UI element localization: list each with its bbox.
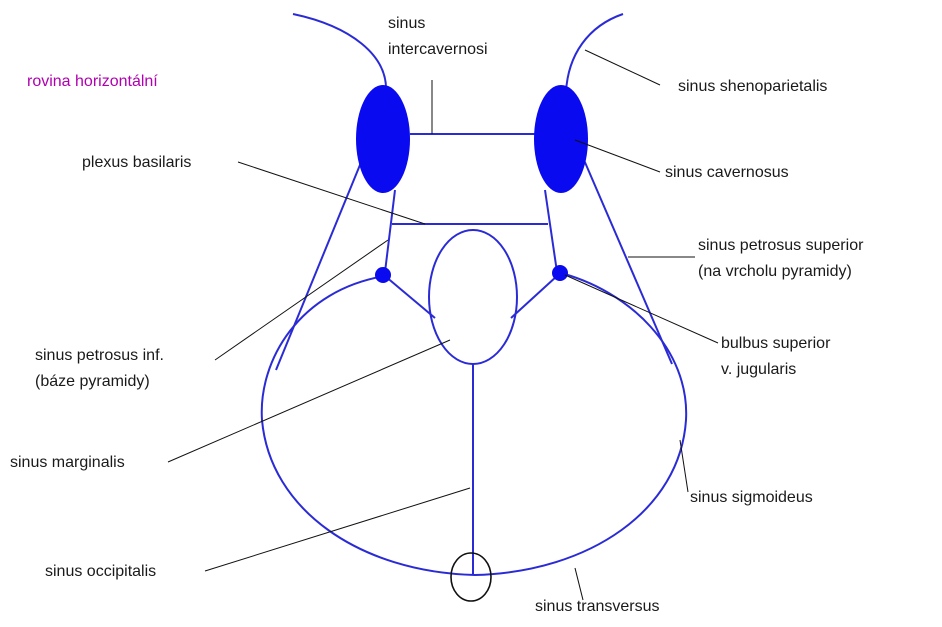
leader-transversus: [575, 568, 583, 600]
bulbus-right: [552, 265, 568, 281]
leader-petrosus-inf: [215, 240, 388, 360]
diagram-title: rovina horizontální: [27, 72, 158, 91]
petrosal-link-left: [385, 190, 395, 272]
label-petrosus-inf-line1: sinus petrosus inf.: [35, 346, 164, 365]
label-marginalis: sinus marginalis: [10, 453, 125, 472]
sphenoparietal-sinus-left: [293, 14, 386, 92]
label-petrosus-superior-line2: (na vrcholu pyramidy): [698, 262, 852, 281]
label-sphenoparietalis: sinus shenoparietalis: [678, 77, 827, 96]
sinus-cavernosus-left: [356, 85, 410, 193]
leader-occipitalis: [205, 488, 470, 571]
label-petrosus-inf-line2: (báze pyramidy): [35, 372, 150, 391]
label-bulbus-line1: bulbus superior: [721, 334, 830, 353]
leader-bulbus: [565, 275, 718, 343]
petrosal-link-right: [545, 190, 557, 272]
label-plexus-basilaris: plexus basilaris: [82, 153, 191, 172]
label-sigmoideus: sinus sigmoideus: [690, 488, 813, 507]
sinus-cavernosus-right: [534, 85, 588, 193]
label-intercavernosi-line1: sinus: [388, 14, 425, 33]
label-occipitalis: sinus occipitalis: [45, 562, 156, 581]
confluens-sinuum-circle: [451, 553, 491, 601]
bulbus-left: [375, 267, 391, 283]
inferior-petrosal-left: [385, 276, 435, 318]
label-intercavernosi-line2: intercavernosi: [388, 40, 488, 59]
leader-sphenoparietalis: [585, 50, 660, 85]
label-petrosus-superior-line1: sinus petrosus superior: [698, 236, 863, 255]
sinus-petrosus-superior-left: [276, 160, 362, 370]
leader-sigmoideus: [680, 440, 688, 492]
label-transversus: sinus transversus: [535, 597, 660, 616]
label-cavernosus: sinus cavernosus: [665, 163, 789, 182]
sphenoparietal-sinus-right: [566, 14, 623, 92]
leader-marginalis: [168, 340, 450, 462]
label-bulbus-line2: v. jugularis: [721, 360, 796, 379]
sinus-petrosus-superior-right: [584, 160, 672, 364]
